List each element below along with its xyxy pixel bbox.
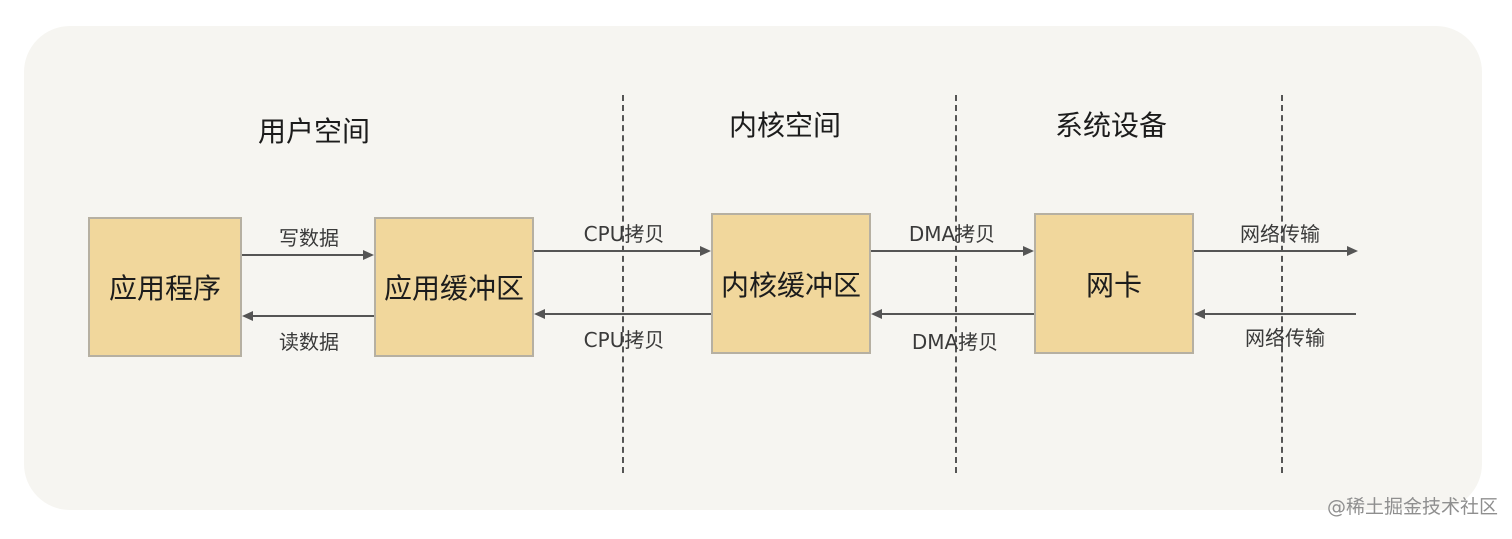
box-app-buffer: 应用缓冲区 [374,217,534,357]
arrow-dma-copy-to-kernel-head [871,309,882,319]
label-write-data: 写数据 [279,226,339,250]
box-kernel-buffer-label: 内核缓冲区 [720,268,861,302]
arrow-cpu-copy-to-kernel-head [700,246,711,256]
label-cpu-copy-to-kernel: CPU拷贝 [583,222,665,246]
arrow-dma-copy-to-nic-head [1023,246,1034,256]
box-app-label: 应用程序 [108,272,221,305]
box-kernel-buffer: 内核缓冲区 [711,213,871,354]
box-nic-label: 网卡 [1085,268,1142,302]
zone-title-user-space: 用户空间 [257,115,371,148]
box-nic: 网卡 [1034,213,1194,354]
label-read-data: 读数据 [279,330,339,354]
divider-user-kernel [622,95,624,473]
label-dma-copy-to-nic: DMA拷贝 [908,222,996,246]
box-app-buffer-label: 应用缓冲区 [383,272,524,305]
label-dma-copy-to-kernel: DMA拷贝 [911,330,999,354]
arrow-cpu-copy-to-app-head [534,309,545,319]
arrow-net-in-head [1194,309,1205,319]
label-net-in: 网络传输 [1245,326,1325,350]
label-net-out: 网络传输 [1240,222,1320,246]
arrow-net-out-head [1347,246,1358,256]
zone-title-kernel-space: 内核空间 [728,109,842,142]
box-app: 应用程序 [88,217,242,357]
arrow-read-data-head [242,311,253,321]
watermark: @稀土掘金技术社区 [1326,496,1498,518]
divider-device-network [1281,95,1283,473]
label-cpu-copy-to-app: CPU拷贝 [583,328,665,352]
zone-title-system-device: 系统设备 [1054,109,1168,142]
divider-kernel-device [955,95,957,473]
arrow-write-data-head [363,250,374,260]
